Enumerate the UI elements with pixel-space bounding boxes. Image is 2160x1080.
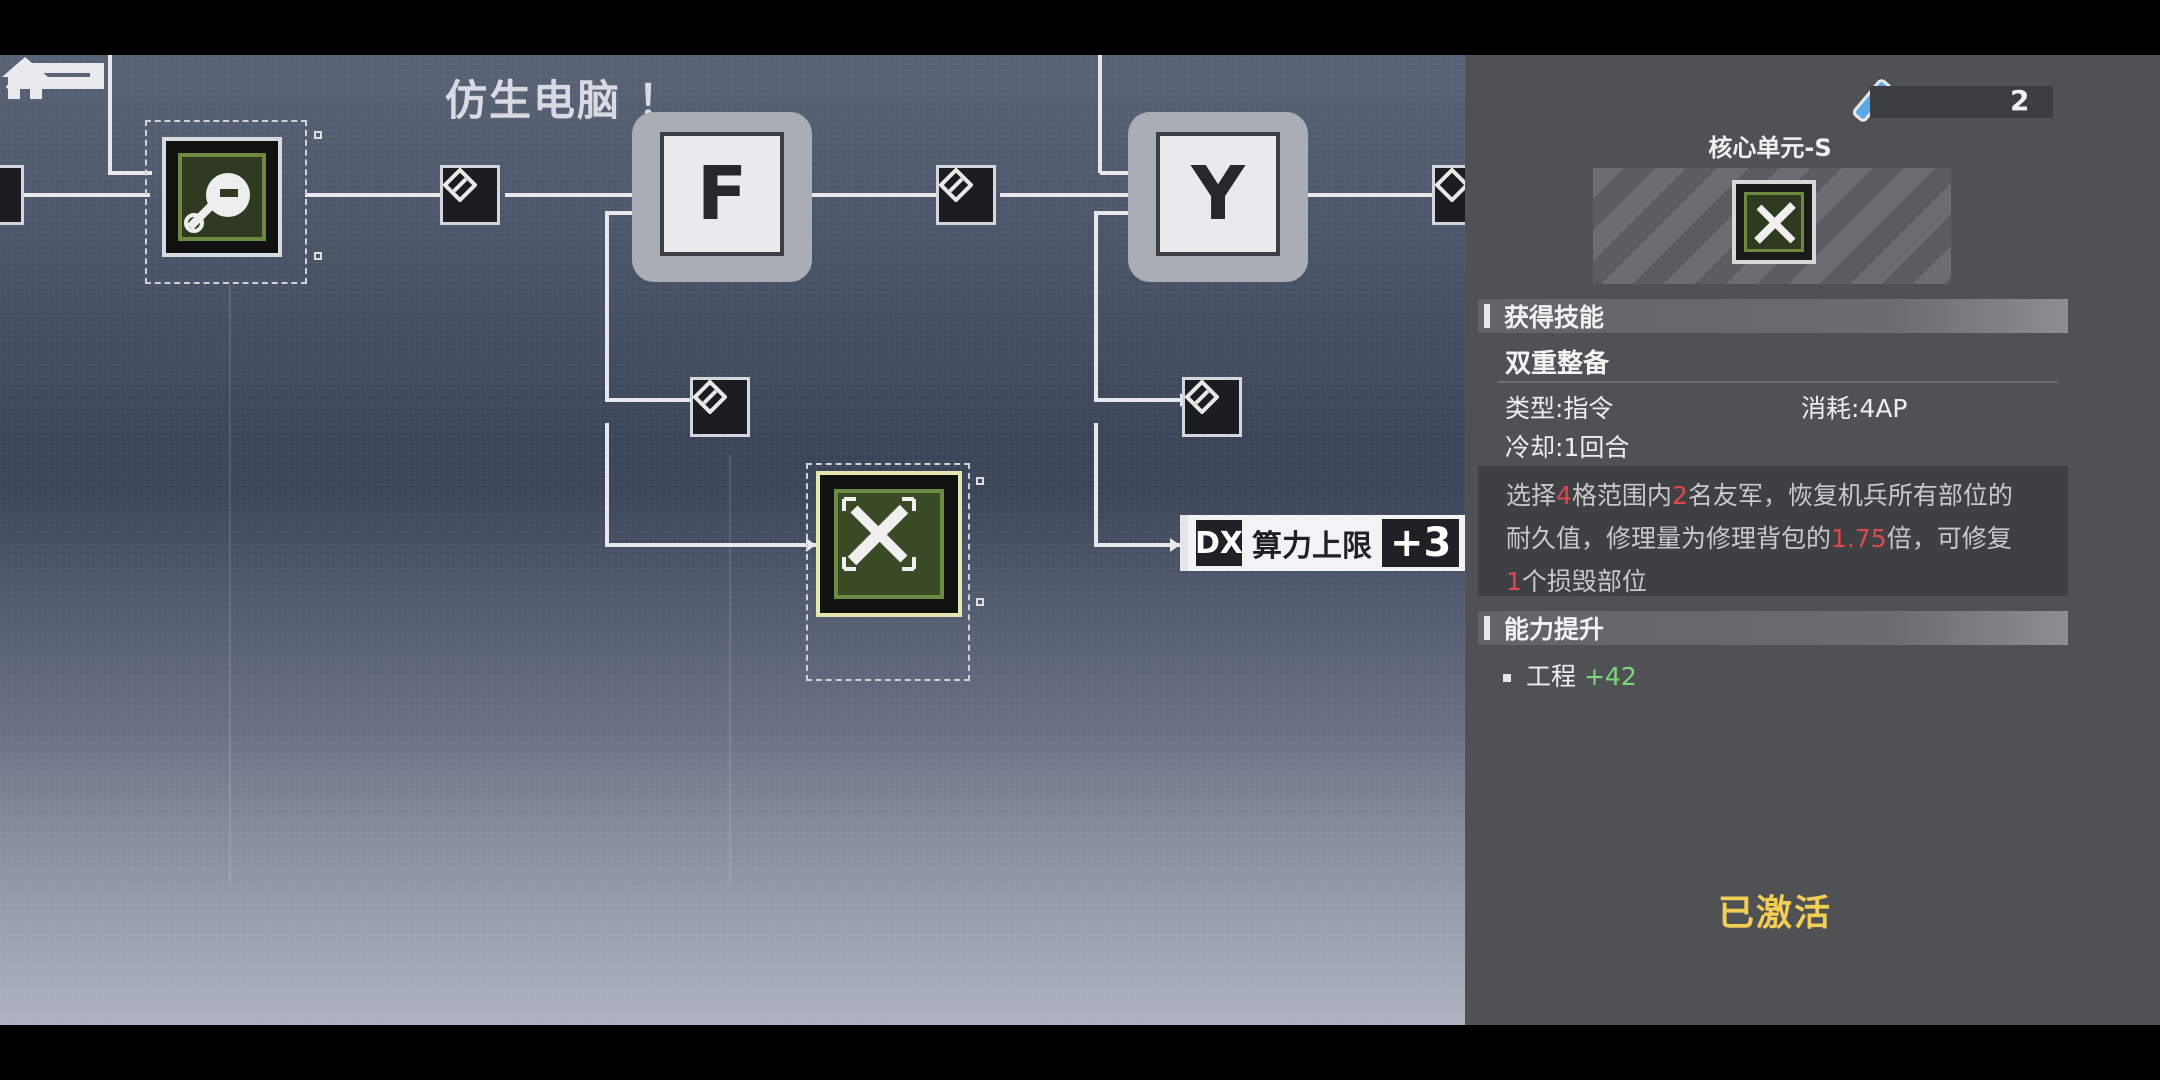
- robot-wrench-icon: [184, 173, 250, 233]
- selection-corner: [976, 477, 984, 485]
- skill-node-inner: [834, 489, 944, 599]
- ability-value: +42: [1583, 662, 1637, 691]
- frame-node-glyph: F: [660, 132, 784, 256]
- compute-limit-tag[interactable]: DX 算力上限 +3: [1180, 515, 1465, 571]
- section-ability-header: 能力提升: [1478, 611, 2068, 645]
- resource-count: 2: [2010, 84, 2030, 117]
- link-icon: [939, 168, 973, 202]
- skill-tree-area[interactable]: 仿生电脑 ！: [0, 55, 1465, 1025]
- letterbox-bottom: [0, 1025, 2160, 1080]
- desc-number: 1.75: [1831, 524, 1887, 553]
- desc-text: 倍，可修复: [1886, 524, 2012, 553]
- unit-icon: [1732, 180, 1816, 264]
- link-node-edge-right[interactable]: [1432, 165, 1465, 225]
- skill-node-repair[interactable]: [816, 471, 962, 617]
- frame-node-f[interactable]: F: [632, 112, 812, 282]
- resource-bar: [1870, 86, 2053, 118]
- ability-item: 工程 +42: [1526, 657, 1637, 693]
- link-node[interactable]: [440, 165, 500, 225]
- repair-tools-icon: [1754, 202, 1796, 244]
- skill-node-robot[interactable]: [162, 137, 282, 257]
- link-node[interactable]: [1182, 377, 1242, 437]
- desc-number: 4: [1556, 481, 1572, 510]
- section-skill-title: 获得技能: [1504, 303, 1605, 332]
- compute-limit-bonus: +3: [1382, 519, 1460, 567]
- link-node[interactable]: [690, 377, 750, 437]
- home-icon[interactable]: [0, 55, 50, 101]
- frame-node-glyph: Y: [1156, 132, 1280, 256]
- section-ability-title: 能力提升: [1504, 615, 1605, 644]
- desc-text: 名友军，恢复机兵所有部位的: [1687, 481, 2013, 510]
- bullet-icon: [1503, 674, 1511, 682]
- desc-number: 2: [1671, 481, 1688, 510]
- letterbox-top: [0, 0, 2160, 55]
- section-bar: [1484, 304, 1490, 328]
- desc-text: 个损毁部位: [1521, 567, 1647, 596]
- selection-box-active: [806, 463, 970, 681]
- skill-cost: 消耗:4AP: [1801, 394, 1908, 423]
- desc-text: 耐久值，修理量为修理背包的: [1506, 524, 1832, 553]
- compute-limit-label: 算力上限: [1252, 529, 1372, 564]
- unit-icon-inner: [1744, 192, 1804, 252]
- skill-cooldown: 冷却:1回合: [1505, 433, 1630, 462]
- skill-description: 选择4格范围内2名友军，恢复机兵所有部位的 耐久值，修理量为修理背包的1.75倍…: [1478, 466, 2068, 596]
- selection-corner: [976, 598, 984, 606]
- frame-node-y[interactable]: Y: [1128, 112, 1308, 282]
- skill-type: 类型:指令: [1505, 394, 1614, 423]
- ability-name: 工程: [1526, 662, 1577, 691]
- selection-corner: [314, 252, 322, 260]
- link-node-edge-left[interactable]: [0, 165, 24, 225]
- link-icon: [1435, 168, 1465, 202]
- selection-box: [145, 120, 307, 284]
- section-bar: [1484, 616, 1490, 640]
- link-icon: [443, 168, 477, 202]
- link-icon: [1185, 380, 1219, 414]
- selection-corner: [314, 131, 322, 139]
- repair-tools-icon: [842, 497, 916, 571]
- dx-badge: DX: [1195, 520, 1243, 566]
- desc-text: 格范围内: [1571, 481, 1672, 510]
- skill-name: 双重整备: [1505, 349, 1610, 379]
- activated-status: 已激活: [1717, 893, 1832, 934]
- link-node[interactable]: [936, 165, 996, 225]
- divider: [1498, 381, 2058, 383]
- unit-name: 核心单元-S: [1708, 134, 1832, 162]
- link-icon: [693, 380, 727, 414]
- desc-number: 1: [1506, 567, 1522, 596]
- desc-text: 选择: [1506, 481, 1557, 510]
- section-skill-header: 获得技能: [1478, 299, 2068, 333]
- skill-node-inner: [178, 153, 266, 241]
